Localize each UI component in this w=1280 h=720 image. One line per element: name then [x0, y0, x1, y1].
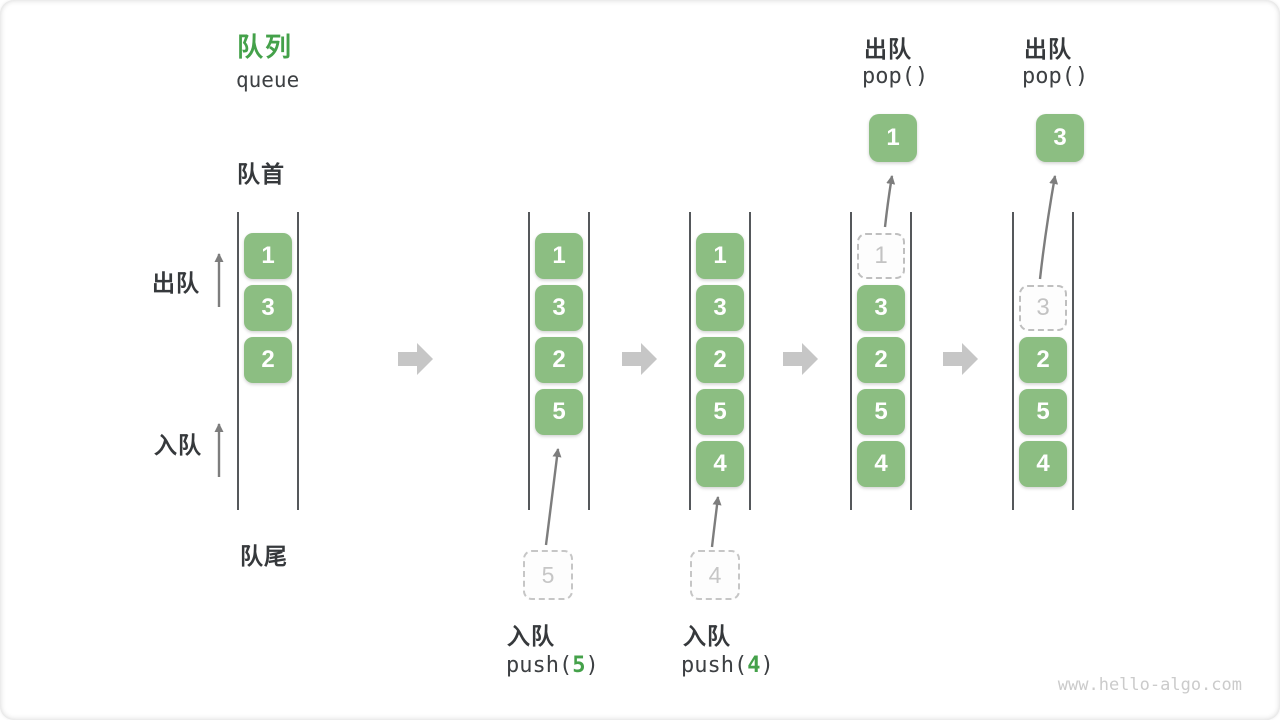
- queue-slot: 2: [857, 337, 905, 383]
- push-call-arg: 5: [572, 653, 586, 678]
- column-wall: [910, 212, 912, 510]
- push-label-2: 入队: [683, 623, 731, 649]
- queue-column-5: 3 2 5 4: [1012, 212, 1074, 510]
- title-zh: 队列: [237, 32, 294, 62]
- pop-label-1: 出队: [864, 36, 912, 62]
- column-wall: [850, 212, 852, 510]
- queue-slot: 5: [857, 389, 905, 435]
- queue-slot: 3: [535, 285, 583, 331]
- column-wall: [528, 212, 530, 510]
- queue-slot: 4: [696, 441, 744, 487]
- title-en: queue: [236, 68, 300, 92]
- queue-slot: 5: [535, 389, 583, 435]
- block-arrow-icon: [783, 343, 818, 375]
- queue-slot: 3: [244, 285, 292, 331]
- queue-column-2: 1 3 2 5: [528, 212, 590, 510]
- queue-column-1: 1 3 2: [237, 212, 299, 510]
- block-arrow-icon: [943, 343, 978, 375]
- push-call-2: push(4): [681, 653, 774, 678]
- popped-value-box-2: 3: [1036, 114, 1084, 162]
- label-dequeue-side: 出队: [152, 270, 200, 296]
- column-wall: [588, 212, 590, 510]
- queue-slot: 5: [696, 389, 744, 435]
- queue-slot: 5: [1019, 389, 1067, 435]
- push-call-pre: push(: [506, 653, 573, 678]
- column-wall: [1072, 212, 1074, 510]
- queue-slot: 2: [1019, 337, 1067, 383]
- popped-value-box-1: 1: [869, 114, 917, 162]
- pop-label-2: 出队: [1024, 36, 1072, 62]
- pop-call-1: pop(): [862, 64, 929, 89]
- column-wall: [1012, 212, 1014, 510]
- label-enqueue-side: 入队: [154, 432, 202, 458]
- queue-slot: 1: [535, 233, 583, 279]
- label-queue-rear: 队尾: [240, 543, 288, 569]
- push-call-pre: push(: [681, 653, 748, 678]
- push-call-arg: 4: [747, 653, 761, 678]
- queue-slot: 2: [244, 337, 292, 383]
- push-call-post: ): [760, 653, 774, 678]
- queue-slot: 1: [244, 233, 292, 279]
- column-wall: [689, 212, 691, 510]
- queue-slot: 2: [535, 337, 583, 383]
- column-wall: [749, 212, 751, 510]
- pop-call-2: pop(): [1022, 64, 1089, 89]
- column-wall: [237, 212, 239, 510]
- queue-slot: 2: [696, 337, 744, 383]
- queue-slot: 3: [696, 285, 744, 331]
- push-label-1: 入队: [507, 623, 555, 649]
- queue-slot: 1: [696, 233, 744, 279]
- queue-slot-ghost: 3: [1019, 285, 1067, 331]
- block-arrow-icon: [398, 343, 433, 375]
- label-queue-front: 队首: [237, 161, 285, 187]
- incoming-value-box-4: 4: [690, 550, 740, 600]
- queue-slot: 3: [857, 285, 905, 331]
- column-wall: [297, 212, 299, 510]
- queue-column-3: 1 3 2 5 4: [689, 212, 751, 510]
- queue-slot-ghost: 1: [857, 233, 905, 279]
- incoming-value-box-5: 5: [523, 550, 573, 600]
- watermark: www.hello-algo.com: [1057, 675, 1242, 695]
- push-call-1: push(5): [506, 653, 599, 678]
- push-call-post: ): [585, 653, 599, 678]
- block-arrow-icon: [622, 343, 657, 375]
- queue-column-4: 1 3 2 5 4: [850, 212, 912, 510]
- queue-slot: 4: [857, 441, 905, 487]
- queue-slot: 4: [1019, 441, 1067, 487]
